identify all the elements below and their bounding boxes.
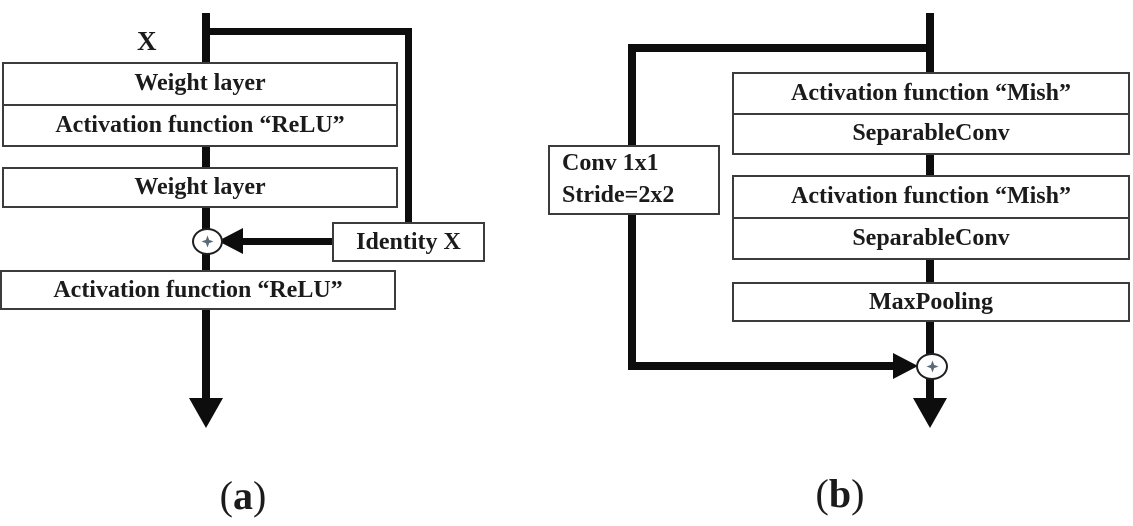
caption-b-close: ) <box>851 471 865 516</box>
weight-relu-stack: Weight layer Activation function “ReLU” <box>2 62 398 147</box>
stride-label: Stride=2x2 <box>562 182 675 208</box>
skip-connection-right-line-a <box>405 28 412 224</box>
mish-1-label: Activation function “Mish” <box>790 79 1071 106</box>
mish-sep-stack-2: Activation function “Mish” SeparableConv <box>732 175 1130 260</box>
maxpooling-label: MaxPooling <box>869 288 993 315</box>
mish-sep-stack-1: Activation function “Mish” SeparableConv <box>732 72 1130 155</box>
plus-glyph-b <box>926 360 938 373</box>
maxpooling-box: MaxPooling <box>732 282 1130 322</box>
mish-1-box: Activation function “Mish” <box>734 74 1128 113</box>
skip-top-line-b <box>628 44 934 52</box>
skip-arrowhead-b <box>893 353 918 379</box>
mish-2-box: Activation function “Mish” <box>734 177 1128 217</box>
weight-layer-1-label: Weight layer <box>134 70 266 97</box>
merge-plus-icon-b <box>916 353 948 380</box>
output-arrowhead-b <box>913 398 947 428</box>
caption-a: (a) <box>123 472 363 519</box>
caption-a-close: ) <box>253 473 267 518</box>
input-x-label: X <box>137 26 157 56</box>
relu-1-label: Activation function “ReLU” <box>55 111 345 138</box>
weight-layer-2-box: Weight layer <box>2 167 398 208</box>
identity-x-box: Identity X <box>332 222 485 262</box>
caption-b-open: ( <box>815 471 829 516</box>
weight-layer-1-box: Weight layer <box>4 64 396 104</box>
mish-2-label: Activation function “Mish” <box>790 183 1071 210</box>
separable-conv-2-label: SeparableConv <box>852 224 1010 251</box>
plus-glyph <box>201 235 214 248</box>
conv-1x1-label: Conv 1x1 <box>562 150 659 177</box>
caption-a-letter: a <box>233 473 253 518</box>
separable-conv-1-label: SeparableConv <box>852 120 1010 147</box>
caption-a-open: ( <box>219 473 233 518</box>
caption-b: (b) <box>720 470 960 517</box>
relu-2-label: Activation function “ReLU” <box>53 276 343 303</box>
conv-1x1-box: Conv 1x1 Stride=2x2 <box>548 145 720 215</box>
separable-conv-2-box: SeparableConv <box>734 216 1128 259</box>
identity-x-label: Identity X <box>356 228 461 255</box>
identity-arrow-line <box>238 238 332 245</box>
separable-conv-1-box: SeparableConv <box>734 112 1128 154</box>
output-arrowhead-a <box>189 398 223 428</box>
weight-layer-2-label: Weight layer <box>134 174 266 200</box>
caption-b-letter: b <box>828 471 852 516</box>
relu-2-box: Activation function “ReLU” <box>0 270 396 310</box>
merge-plus-icon <box>192 228 223 255</box>
skip-connection-top-line-a <box>206 28 412 35</box>
skip-bottom-line-b <box>628 362 896 370</box>
relu-1-box: Activation function “ReLU” <box>4 103 396 146</box>
